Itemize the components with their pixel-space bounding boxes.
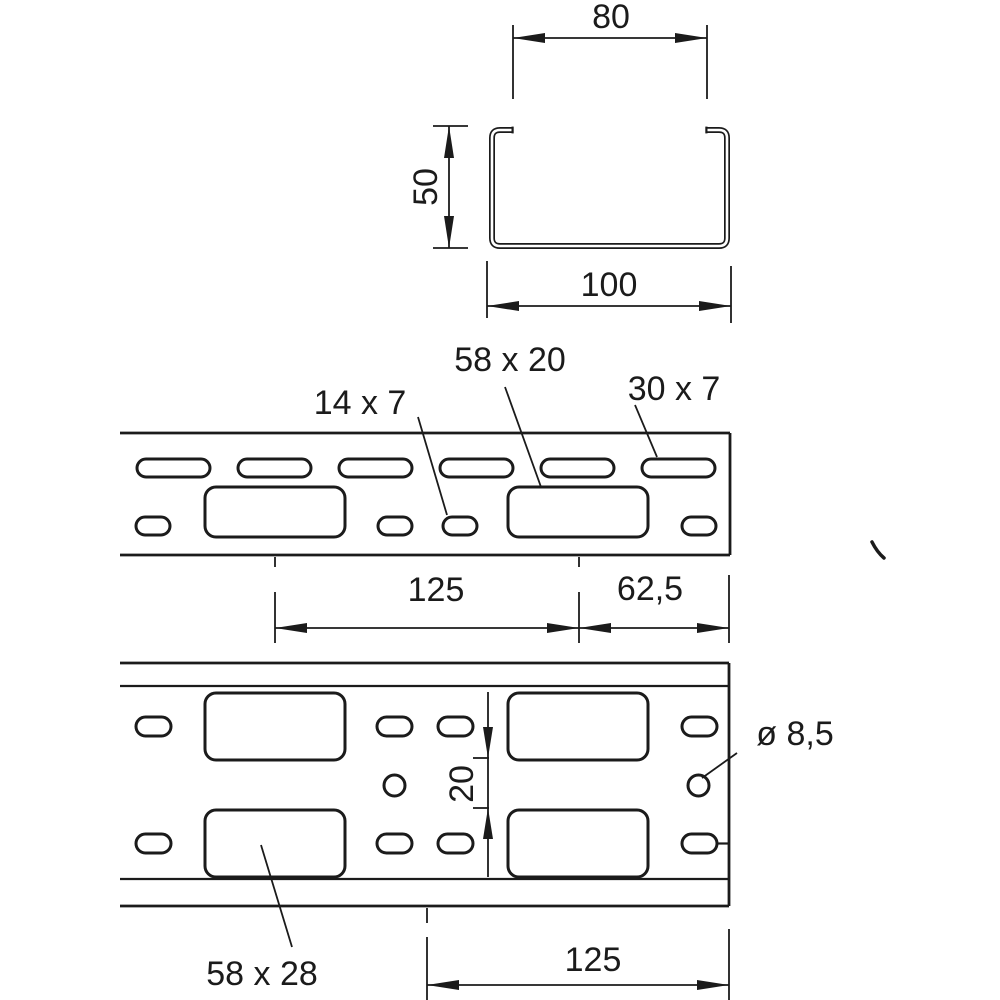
row-gap-20-dimension: 20 <box>443 692 493 877</box>
leader-line-58x20 <box>504 386 542 488</box>
channel-profile-core <box>490 128 729 248</box>
hole-8-5 <box>686 773 711 798</box>
label-slot-58x20: 58 x 20 <box>454 341 566 379</box>
slot-30x7 <box>236 457 313 479</box>
height-50-dimension: 50 <box>407 125 468 249</box>
dim-arrow-left <box>427 980 459 990</box>
slot-58x20 <box>506 485 650 539</box>
label-slot-58x28: 58 x 28 <box>206 955 318 993</box>
leader-line-58x28 <box>260 844 293 948</box>
slot-14x7 <box>134 515 172 537</box>
label-slot-30x7: 30 x 7 <box>628 370 721 408</box>
slot-30x7 <box>438 457 515 479</box>
dim-arrow-left <box>487 301 519 311</box>
slot-14x7 <box>441 515 479 537</box>
stray-mark <box>870 540 886 560</box>
slot-58x28 <box>203 691 347 762</box>
width-100-dimension: 100 <box>486 261 732 323</box>
leader-line-14x7 <box>417 416 448 516</box>
dim-arrow-right <box>547 623 579 633</box>
slot-14x7 <box>134 715 173 738</box>
dim-arrow-left <box>579 623 611 633</box>
dim-arrow-left <box>275 623 307 633</box>
slot-14x7 <box>375 715 414 738</box>
pitch-dimensions: 125 62,5 <box>274 557 730 643</box>
slot-14x7 <box>436 832 475 855</box>
large-slot-callout: 58 x 28 <box>206 844 318 993</box>
lower-feature-row <box>134 808 719 879</box>
slot-58x28 <box>506 691 650 762</box>
hole-diameter-callout: ø 8,5 <box>701 715 834 779</box>
bottom-view: 20 ø 8,5 58 x 28 125 <box>120 661 834 1000</box>
dim-125-bottom-label: 125 <box>565 941 622 979</box>
dim-arrow-down <box>483 727 493 758</box>
dim-arrow-down <box>444 216 454 248</box>
leader-line-hole <box>701 752 738 779</box>
dim-80-label: 80 <box>592 0 630 36</box>
dim-125-label: 125 <box>408 571 465 609</box>
slot-14x7 <box>680 715 719 738</box>
slot-58x20 <box>203 485 347 539</box>
slot-14x7 <box>436 715 475 738</box>
dim-62-5-label: 62,5 <box>617 570 683 608</box>
dim-20-label: 20 <box>443 765 481 803</box>
dim-arrow-right <box>697 980 729 990</box>
cross-section-view: 80 50 100 <box>407 0 732 323</box>
hole-8-5 <box>382 773 407 798</box>
width-80-dimension: 80 <box>512 0 708 99</box>
upper-feature-row <box>134 691 719 762</box>
slot-14x7 <box>680 515 718 537</box>
slot-14x7 <box>134 832 173 855</box>
label-slot-14x7: 14 x 7 <box>314 384 407 422</box>
leader-line-30x7 <box>634 404 658 458</box>
slot-row-lower <box>134 485 718 539</box>
dim-100-label: 100 <box>581 266 638 304</box>
slot-30x7 <box>337 457 414 479</box>
slot-30x7 <box>640 457 717 479</box>
dim-arrow-up <box>483 808 493 839</box>
label-hole-diameter: ø 8,5 <box>756 715 833 753</box>
slot-14x7 <box>680 832 719 855</box>
slot-30x7 <box>539 457 616 479</box>
slot-14x7 <box>376 515 414 537</box>
dim-arrow-up <box>444 126 454 158</box>
slot-row-30x7 <box>135 457 717 479</box>
side-view: 14 x 7 58 x 20 30 x 7 125 62,5 <box>120 341 886 643</box>
dim-arrow-right <box>699 301 731 311</box>
slot-14x7 <box>375 832 414 855</box>
dim-arrow-right <box>697 623 729 633</box>
dim-arrow-right <box>675 33 707 43</box>
bottom-pitch-dimension: 125 <box>426 908 730 1000</box>
slot-58x28 <box>203 808 347 879</box>
slot-58x28 <box>506 808 650 879</box>
channel-profile-outline <box>489 127 730 249</box>
slot-labels: 14 x 7 58 x 20 30 x 7 <box>314 341 721 516</box>
dim-50-label: 50 <box>407 168 445 206</box>
slot-30x7 <box>135 457 212 479</box>
dim-arrow-left <box>513 33 545 43</box>
